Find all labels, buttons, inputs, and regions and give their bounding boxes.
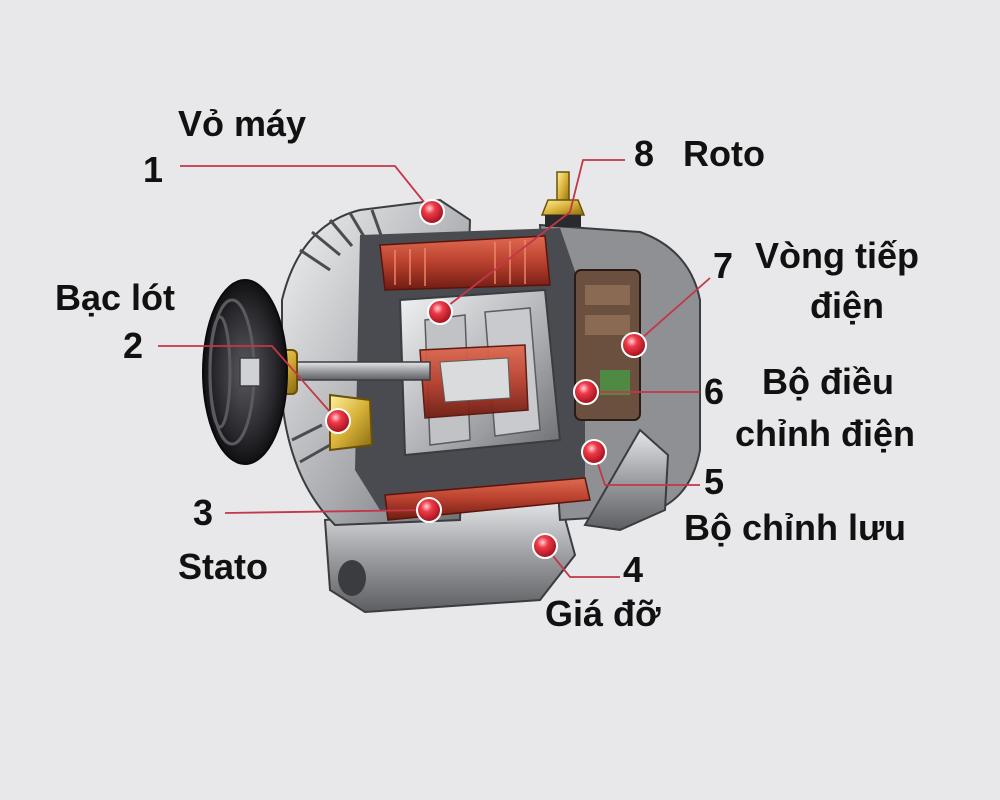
marker-dot-3 — [416, 497, 442, 523]
rotor-claw-pole — [398, 288, 562, 457]
callout-8-number: 8 — [634, 133, 655, 174]
pointer-line-3 — [224, 509, 430, 514]
marker-dot-2 — [325, 408, 351, 434]
callout-6-label-line1: Bộ điều — [762, 361, 894, 402]
callout-1-number: 1 — [143, 149, 164, 190]
pointer-line-1 — [180, 165, 433, 213]
callout-7-label-line2: điện — [810, 285, 885, 326]
stator-coils-top — [379, 235, 551, 291]
marker-dot-5 — [581, 439, 607, 465]
pointer-line-8 — [439, 159, 625, 313]
pointer-line-4 — [544, 545, 620, 578]
callout-5-label: Bộ chỉnh lưu — [684, 507, 907, 548]
bracket-hole — [338, 560, 366, 596]
marker-dot-8 — [427, 299, 453, 325]
callout-6-label-line2: chỉnh điện — [735, 413, 915, 454]
marker-dot-4 — [532, 533, 558, 559]
callout-2-label: Bạc lót — [55, 277, 176, 318]
cooling-vanes — [291, 209, 384, 464]
marker-dot-1 — [419, 199, 445, 225]
shaft-nut — [239, 357, 261, 387]
marker-dot-6 — [573, 379, 599, 405]
callout-6-number: 6 — [704, 371, 725, 412]
alternator-illustration — [202, 171, 701, 614]
callout-3-label: Stato — [178, 546, 268, 587]
marker-dots — [325, 199, 647, 559]
pointer-line-2 — [158, 345, 339, 422]
callout-3-number: 3 — [193, 492, 214, 533]
callout-7-label-line1: Vòng tiếp — [755, 235, 919, 276]
callout-8-label: Roto — [683, 133, 765, 174]
callout-2-number: 2 — [123, 325, 144, 366]
callout-4-number: 4 — [623, 549, 644, 590]
pointer-line-7 — [633, 277, 711, 346]
callout-4-label: Giá đỡ — [545, 593, 661, 634]
rear-cover-lip — [583, 428, 670, 532]
callout-5-number: 5 — [704, 461, 725, 502]
marker-dot-7 — [621, 332, 647, 358]
callout-1-label: Vỏ máy — [178, 103, 307, 144]
callout-7-number: 7 — [713, 245, 734, 286]
